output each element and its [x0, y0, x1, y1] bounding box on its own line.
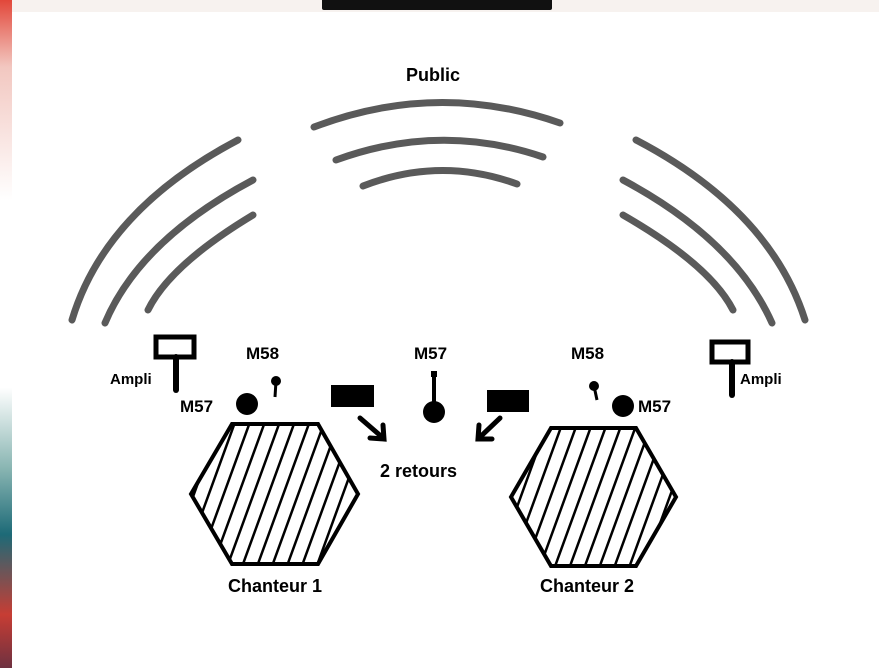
public-arcs [310, 98, 564, 190]
retours-label: 2 retours [380, 461, 458, 481]
right-sound-arcs [619, 136, 809, 327]
public-arc-outer [310, 98, 564, 131]
chanteur-1-label: Chanteur 1 [228, 576, 323, 596]
right-arc-outer [632, 136, 809, 324]
public-arc-inner [359, 167, 521, 190]
right-m58-label: M58 [571, 344, 605, 363]
left-ampli-label: Ampli [110, 371, 152, 388]
right-amp-icon [709, 339, 751, 398]
right-m57-label: M57 [638, 397, 672, 416]
left-arrow-icon [357, 415, 387, 442]
left-m57-label: M57 [180, 397, 214, 416]
right-ampli-label: Ampli [740, 371, 782, 388]
left-edge-decoration [0, 0, 12, 668]
left-m58-mic-icon [271, 376, 281, 398]
left-amp-icon [153, 334, 197, 393]
right-arc-inner [619, 211, 737, 314]
left-m57-mic-icon [236, 393, 258, 415]
center-m57-label: M57 [414, 344, 448, 363]
chanteur-2-label: Chanteur 2 [540, 576, 635, 596]
left-sound-arcs [68, 136, 257, 327]
title-fragment [322, 0, 552, 10]
right-arc-middle [619, 176, 776, 327]
left-arc-middle [101, 176, 257, 327]
left-m58-label: M58 [246, 344, 280, 363]
left-arc-inner [144, 211, 257, 314]
singer-1-position [188, 422, 361, 566]
right-monitor-icon [487, 390, 529, 412]
center-m57-mic-icon [423, 371, 445, 423]
left-monitor-icon [331, 385, 374, 407]
right-m58-mic-icon [589, 381, 599, 401]
public-arc-middle [332, 136, 547, 164]
public-label: Public [406, 65, 461, 85]
right-arrow-icon [475, 415, 503, 442]
singer-2-position [508, 426, 679, 568]
right-m57-mic-icon [612, 395, 634, 417]
left-arc-outer [68, 136, 242, 324]
